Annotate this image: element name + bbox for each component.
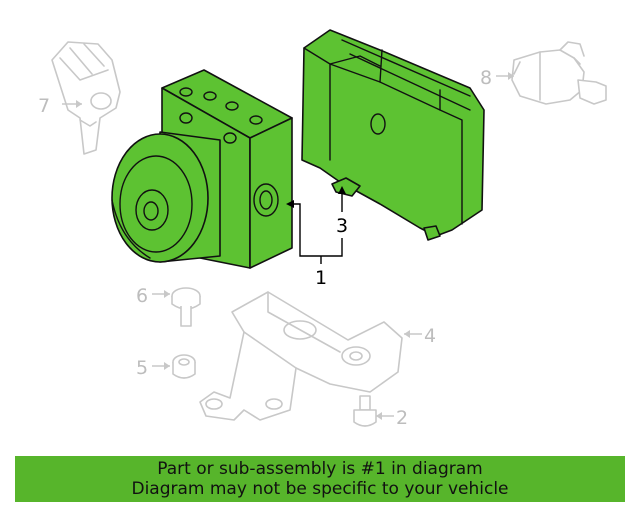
banner-line-2: Diagram may not be specific to your vehi… <box>131 479 509 499</box>
callout-8: 8 <box>480 67 492 89</box>
callout-4-arrow <box>404 330 410 338</box>
callout-7: 7 <box>38 95 50 117</box>
callout-2-arrow <box>376 412 382 420</box>
part-6-bolt[interactable] <box>171 287 201 327</box>
part-1-hydraulic-unit[interactable] <box>111 69 293 269</box>
part-2-bolt[interactable] <box>353 395 377 427</box>
parts-diagram: 7 8 <box>38 29 607 429</box>
part-5-nut[interactable] <box>172 354 196 379</box>
part-8-sensor[interactable] <box>511 41 607 105</box>
callout-6-arrow <box>164 290 170 298</box>
callout-5-arrow <box>164 362 170 370</box>
callout-8-arrow <box>508 72 514 80</box>
callout-3: 3 <box>336 215 348 237</box>
callout-5: 5 <box>136 357 148 379</box>
callout-1: 1 <box>315 267 327 289</box>
callout-1-arrow <box>286 200 294 208</box>
callout-3-arrow <box>338 186 346 194</box>
callout-6: 6 <box>136 285 148 307</box>
info-banner: Part or sub-assembly is #1 in diagram Di… <box>15 456 625 502</box>
callout-1-leader <box>290 203 343 257</box>
callout-4: 4 <box>424 325 436 347</box>
callout-7-arrow <box>76 100 82 108</box>
part-3-control-module[interactable] <box>301 29 485 241</box>
callout-2: 2 <box>396 407 408 429</box>
banner-line-1: Part or sub-assembly is #1 in diagram <box>157 459 483 479</box>
part-7-speed-sensor[interactable] <box>51 41 121 155</box>
part-4-bracket[interactable] <box>199 291 403 421</box>
